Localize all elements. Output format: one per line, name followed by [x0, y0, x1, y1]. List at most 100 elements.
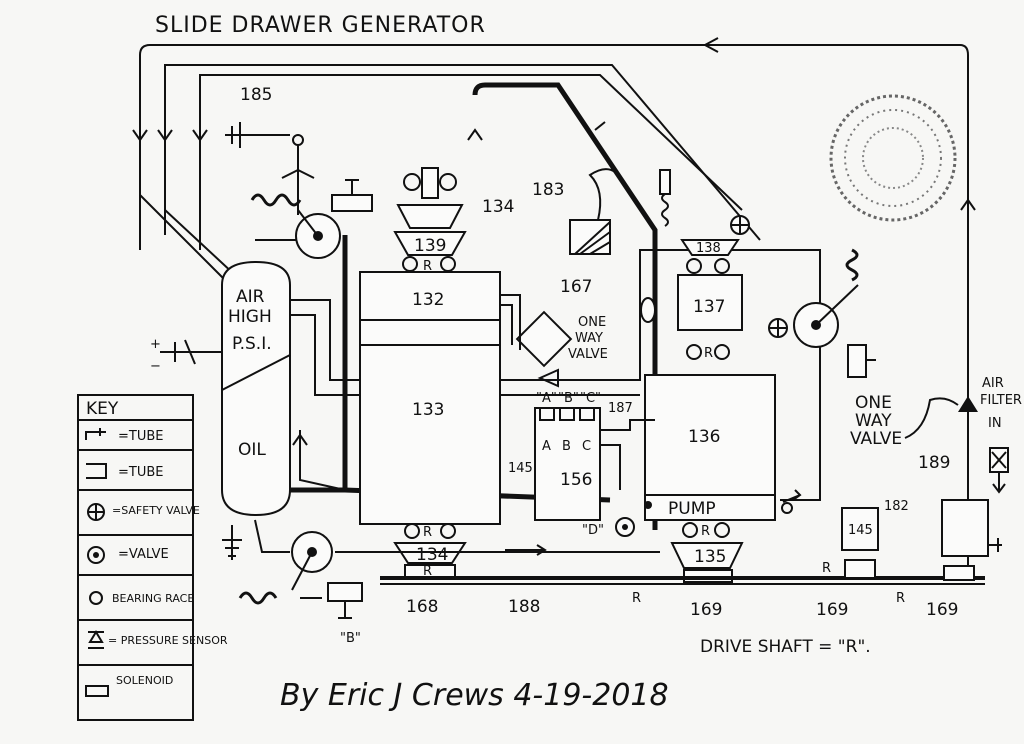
- arrow-up-hose: [467, 128, 483, 141]
- safety-valve-top-cross: [731, 216, 749, 234]
- grid-A: A: [542, 439, 551, 454]
- component-145-right: [841, 507, 879, 551]
- inner-tube-2: [199, 74, 743, 250]
- label-R-135: R: [701, 524, 710, 539]
- air-oil-tank: AIR HIGH P.S.I. OIL: [221, 260, 291, 517]
- crank-arm-top: [297, 209, 319, 237]
- one-way-valve-167: 167 ONE WAY VALVE: [500, 277, 608, 368]
- arrow-down-3: [192, 129, 208, 142]
- key-heading: KEY: [86, 399, 119, 419]
- air-filter-air: AIR: [982, 376, 1004, 391]
- label-R-134b: R: [423, 564, 432, 579]
- key-item-2: =SAFETY VALVE: [112, 504, 200, 517]
- grid-B: B: [562, 439, 571, 454]
- label-185: 185: [240, 85, 272, 105]
- solenoid-coil: [661, 193, 669, 227]
- arrow-down-2: [157, 129, 173, 142]
- flow-arrow-top: [704, 37, 719, 53]
- key-item-0: =TUBE: [118, 429, 163, 444]
- component-189-terminal: [988, 538, 1002, 552]
- label-189: 189: [918, 453, 950, 473]
- air-filter-arrow: [992, 472, 1006, 494]
- ground-symbol: [222, 525, 242, 560]
- seal-stamp: [829, 94, 957, 222]
- key-safety-valve-cross: [88, 504, 104, 520]
- valve-inline: [640, 297, 656, 323]
- label-139: 139: [414, 236, 446, 256]
- assembly-139: 139 R: [393, 167, 467, 274]
- label-169-c: 169: [926, 600, 958, 620]
- label-132: 132: [412, 290, 444, 310]
- safety-valve-right-cross: [769, 319, 787, 337]
- owv2-leader: [904, 397, 959, 439]
- label-169-b: 169: [816, 600, 848, 620]
- tubes-187: [600, 419, 655, 490]
- pump-outlet: [781, 502, 793, 514]
- solenoid-top-post: [345, 179, 359, 195]
- label-168: 168: [406, 597, 438, 617]
- key-item-6: SOLENOID: [116, 674, 173, 687]
- arrow-down-1: [132, 129, 148, 142]
- air-filter-check-valve: [958, 396, 978, 412]
- key-solenoid-icon: [85, 685, 109, 697]
- assembly-137-138: 138 137 R: [677, 239, 743, 361]
- inner-tube-1: [164, 64, 761, 241]
- key-tube-icon-1: [85, 428, 106, 440]
- crank-arm-right: [815, 284, 859, 326]
- drive-shaft-note: DRIVE SHAFT = "R".: [700, 637, 871, 657]
- solenoid-vertical: [659, 169, 671, 195]
- label-R-134a: R: [423, 525, 432, 540]
- owv1-one: ONE: [578, 315, 606, 330]
- valve-B-label: "B": [558, 391, 579, 406]
- key-valve-dot: [93, 552, 99, 558]
- valve-block-156: "A" "B" "C" A B C 156: [534, 391, 601, 521]
- label-183: 183: [532, 180, 564, 200]
- label-R-mid: R: [822, 561, 831, 576]
- key-item-3: =VALVE: [118, 547, 169, 562]
- grid-C: C: [582, 439, 591, 454]
- cylinder-132-133: [359, 271, 501, 525]
- solenoid-B-post: [338, 601, 352, 619]
- check-arrow: [537, 368, 559, 388]
- valve-D-label: "D": [582, 523, 604, 538]
- spring-bottom: [238, 591, 278, 605]
- label-134-top: 134: [482, 197, 514, 217]
- label-133: 133: [412, 400, 444, 420]
- valve-185-icon: [225, 122, 290, 148]
- key-valve-icon: [87, 546, 105, 564]
- tank-psi-label: P.S.I.: [232, 334, 272, 354]
- air-filter-filter: FILTER: [980, 393, 1022, 408]
- leader-183: [588, 168, 616, 221]
- key-item-4: BEARING RACE: [112, 592, 194, 605]
- diagram-title: SLIDE DRAWER GENERATOR: [155, 13, 486, 38]
- tank-oil-label: OIL: [238, 440, 266, 460]
- label-187: 187: [608, 401, 633, 416]
- component-189-base: [943, 565, 975, 581]
- main-hose: [342, 82, 658, 530]
- sensor-minus: −: [150, 359, 161, 374]
- key-pressure-sensor-icon: [88, 630, 104, 649]
- arrow-hose-diag: [594, 121, 606, 131]
- label-135: 135: [694, 547, 726, 567]
- label-167: 167: [560, 277, 592, 297]
- component-189: [941, 499, 989, 557]
- valve-D-dot: [622, 524, 628, 530]
- solenoid-top: [331, 194, 373, 212]
- valve-A-label: "A": [536, 391, 557, 406]
- component-145-base: [844, 559, 876, 579]
- air-filter-mesh: [991, 451, 1007, 469]
- label-R-137: R: [704, 346, 713, 361]
- label-145-right: 145: [848, 523, 873, 538]
- pump-outlet-arrow: [782, 489, 802, 503]
- label-156: 156: [560, 470, 592, 490]
- key-tube-icon-2: [86, 463, 107, 479]
- oil-tube-left: [299, 430, 346, 491]
- tank-high-label: HIGH: [228, 307, 272, 327]
- pump-label: PUMP: [668, 499, 716, 519]
- arrow-up-oil: [292, 433, 308, 446]
- air-filter-in: IN: [988, 416, 1002, 431]
- label-138: 138: [696, 241, 721, 256]
- hatch-183: [574, 221, 611, 255]
